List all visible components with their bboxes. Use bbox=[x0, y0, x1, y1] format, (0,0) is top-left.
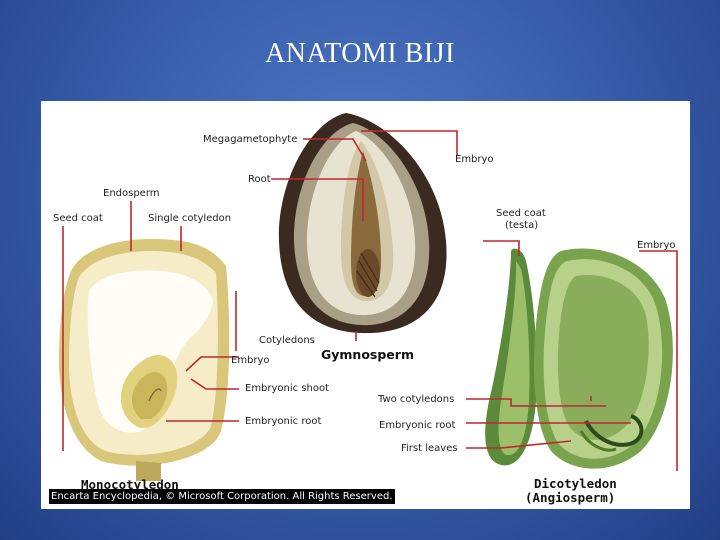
label-embryo-dicot: Embryo bbox=[637, 240, 676, 251]
label-cotyledons: Cotyledons bbox=[259, 335, 315, 346]
label-first-leaves: First leaves bbox=[401, 443, 458, 454]
label-embryonic-shoot: Embryonic shoot bbox=[245, 383, 329, 394]
slide-title: ANATOMI BIJI bbox=[0, 38, 720, 70]
label-megagametophyte: Megagametophyte bbox=[203, 134, 297, 145]
copyright-notice: Encarta Encyclopedia, © Microsoft Corpor… bbox=[49, 489, 395, 504]
dicotyledon-seed bbox=[485, 248, 673, 468]
monocotyledon-seed bbox=[59, 239, 229, 481]
seed-anatomy-figure: Megagametophyte Embryo Root Endosperm Se… bbox=[41, 101, 690, 509]
gymnosperm-seed bbox=[279, 113, 447, 333]
label-seed-coat-mono: Seed coat bbox=[53, 213, 103, 224]
label-root: Root bbox=[248, 174, 271, 185]
label-seed-coat-dicot: Seed coat bbox=[496, 208, 546, 219]
label-seed-coat-testa: (testa) bbox=[505, 220, 538, 231]
label-gymnosperm: Gymnosperm bbox=[321, 347, 414, 362]
label-embryo-gymnosperm: Embryo bbox=[455, 154, 494, 165]
seed-anatomy-illustration: Megagametophyte Embryo Root Endosperm Se… bbox=[41, 101, 690, 509]
label-embryonic-root-mono: Embryonic root bbox=[245, 416, 321, 427]
label-embryonic-root-dicot: Embryonic root bbox=[379, 420, 455, 431]
label-embryo-mono: Embryo bbox=[231, 355, 270, 366]
label-endosperm: Endosperm bbox=[103, 188, 160, 199]
label-two-cotyledons: Two cotyledons bbox=[377, 394, 454, 405]
caption-dicotyledon: Dicotyledon bbox=[534, 476, 617, 491]
caption-angiosperm: (Angiosperm) bbox=[525, 490, 615, 505]
label-single-cotyledon: Single cotyledon bbox=[148, 213, 231, 224]
